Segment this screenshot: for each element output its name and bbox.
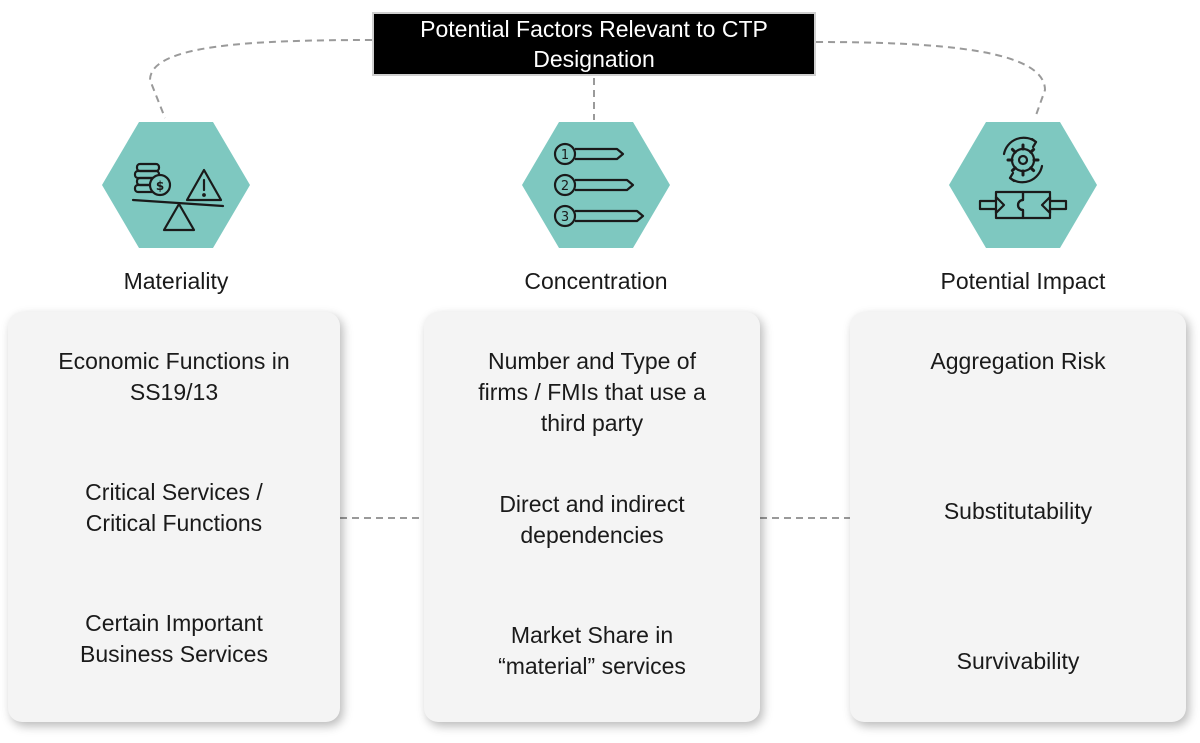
gear-connection-icon [949, 122, 1097, 248]
potential-impact-card: Aggregation Risk Substitutability Surviv… [850, 312, 1186, 722]
column-label-materiality: Materiality [123, 268, 229, 294]
potential-impact-item-3: Survivability [956, 648, 1080, 674]
materiality-item-3: Certain Important Business Services [80, 610, 268, 667]
diagram-title: Potential Factors Relevant to CTP Design… [372, 12, 816, 76]
concentration-item-2: Direct and indirect dependencies [499, 491, 685, 548]
materiality-hexagon: $ [101, 120, 251, 250]
key-number-3: 3 [561, 210, 569, 225]
potential-impact-item-1: Aggregation Risk [930, 348, 1106, 374]
numbered-keys-icon: 1 2 3 [522, 122, 670, 248]
potential-impact-hexagon [948, 120, 1098, 250]
scale-coins-warning-icon: $ [102, 122, 250, 248]
concentration-item-1: Number and Type of firms / FMIs that use… [478, 348, 706, 436]
materiality-item-1: Economic Functions in SS19/13 [58, 348, 290, 405]
diagram-title-text: Potential Factors Relevant to CTP Design… [420, 16, 768, 72]
key-number-1: 1 [561, 148, 569, 163]
column-label-potential-impact: Potential Impact [940, 268, 1106, 294]
materiality-card: Economic Functions in SS19/13 Critical S… [8, 312, 340, 722]
concentration-card: Number and Type of firms / FMIs that use… [424, 312, 760, 722]
key-number-2: 2 [561, 179, 569, 194]
svg-text:$: $ [156, 179, 164, 193]
materiality-item-2: Critical Services / Critical Functions [85, 479, 263, 536]
potential-impact-item-2: Substitutability [943, 498, 1093, 524]
column-label-concentration: Concentration [524, 268, 668, 294]
concentration-item-3: Market Share in “material” services [498, 622, 686, 679]
concentration-hexagon: 1 2 3 [521, 120, 671, 250]
